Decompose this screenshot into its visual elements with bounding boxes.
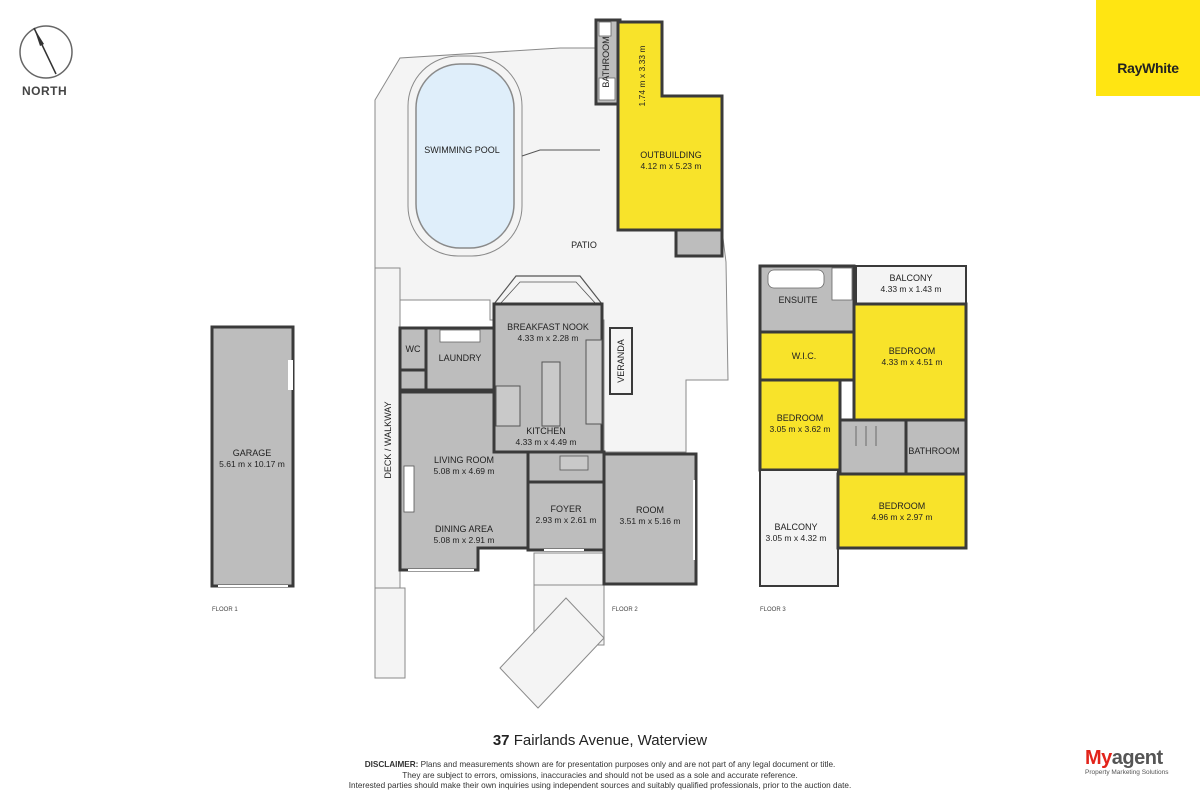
myagent-logo: Myagent Property Marketing Solutions [1085, 748, 1185, 776]
swimming-pool: SWIMMING POOL [407, 55, 600, 257]
upper-floor: ENSUITE BALCONY 4.33 m x 1.43 m W.I.C. B… [758, 264, 968, 587]
myagent-sub: Property Marketing Solutions [1085, 769, 1169, 776]
bedroom-main-name: BEDROOM [889, 346, 936, 356]
laundry-name: LAUNDRY [439, 353, 482, 363]
main-house: BREAKFAST NOOK 4.33 m x 2.28 m KITCHEN 4… [398, 302, 698, 586]
patio-name: PATIO [571, 240, 597, 250]
bathroom-out-name: BATHROOM [601, 36, 611, 87]
room-name: ROOM [636, 505, 664, 515]
garage-name: GARAGE [233, 448, 272, 458]
myagent-agent: agent [1111, 747, 1163, 769]
disclaimer-line3: Interested parties should make their own… [348, 781, 852, 790]
foyer-dim: 2.93 m x 2.61 m [536, 515, 597, 525]
outbuilding-dim: 4.12 m x 5.23 m [641, 161, 702, 171]
breakfast-dim: 4.33 m x 2.28 m [518, 333, 579, 343]
bedroom-main-dim: 4.33 m x 4.51 m [882, 357, 943, 367]
kitchen-dim: 4.33 m x 4.49 m [516, 437, 577, 447]
outbuilding: 1.74 m x 3.33 m OUTBUILDING 4.12 m x 5.2… [616, 20, 724, 258]
north-arrow-icon [19, 25, 73, 79]
deck-walkway: DECK / WALKWAY [383, 401, 393, 478]
bathroom-out-dim: 1.74 m x 3.33 m [637, 46, 647, 107]
wc-name: WC [406, 344, 421, 354]
garage-dim: 5.61 m x 10.17 m [219, 459, 285, 469]
foyer-name: FOYER [550, 504, 582, 514]
kitchen-name: KITCHEN [526, 426, 566, 436]
outbuilding-name: OUTBUILDING [640, 150, 702, 160]
myagent-my: My [1085, 747, 1112, 769]
balcony-top-dim: 4.33 m x 1.43 m [881, 284, 942, 294]
garage: GARAGE 5.61 m x 10.17 m [210, 325, 295, 588]
disclaimer-line2: They are subject to errors, omissions, i… [402, 770, 798, 780]
dining-dim: 5.08 m x 2.91 m [434, 535, 495, 545]
disclaimer-lead: DISCLAIMER: [364, 760, 419, 769]
bedroom-left-dim: 3.05 m x 3.62 m [770, 424, 831, 434]
pool-name: SWIMMING POOL [424, 145, 500, 155]
breakfast-name: BREAKFAST NOOK [507, 322, 589, 332]
balcony-bottom-name: BALCONY [774, 522, 817, 532]
disclaimer: DISCLAIMER: Plans and measurements shown… [300, 760, 900, 792]
address-number: 37 [492, 732, 510, 749]
living-name: LIVING ROOM [434, 455, 494, 465]
floor-1-label: FLOOR 1 [212, 607, 238, 613]
balcony-bottom-dim: 3.05 m x 4.32 m [766, 533, 827, 543]
living-dim: 5.08 m x 4.69 m [434, 466, 495, 476]
dining-name: DINING AREA [435, 524, 493, 534]
ensuite-name: ENSUITE [778, 295, 817, 305]
bedroom-bottom-dim: 4.96 m x 2.97 m [872, 512, 933, 522]
floor-2-label: FLOOR 2 [612, 607, 638, 613]
wic-name: W.I.C. [792, 351, 817, 361]
room-dim: 3.51 m x 5.16 m [620, 516, 681, 526]
raywhite-logo-text: RayWhite [1117, 60, 1179, 76]
balcony-top-name: BALCONY [889, 273, 932, 283]
address-street: Fairlands Avenue, Waterview [513, 732, 708, 749]
floor-3-label: FLOOR 3 [760, 607, 786, 613]
property-address: 37 Fairlands Avenue, Waterview [0, 732, 1200, 749]
veranda-name: VERANDA [616, 339, 626, 383]
outbuilding-bathroom: BATHROOM [594, 18, 622, 106]
north-label: NORTH [22, 84, 68, 98]
disclaimer-line1: Plans and measurements shown are for pre… [420, 760, 836, 769]
bedroom-left-name: BEDROOM [777, 413, 824, 423]
bathroom-up-name: BATHROOM [908, 446, 959, 456]
deck-walkway-name: DECK / WALKWAY [383, 401, 393, 478]
bedroom-bottom-name: BEDROOM [879, 501, 926, 511]
raywhite-logo: RayWhite [1096, 0, 1200, 96]
